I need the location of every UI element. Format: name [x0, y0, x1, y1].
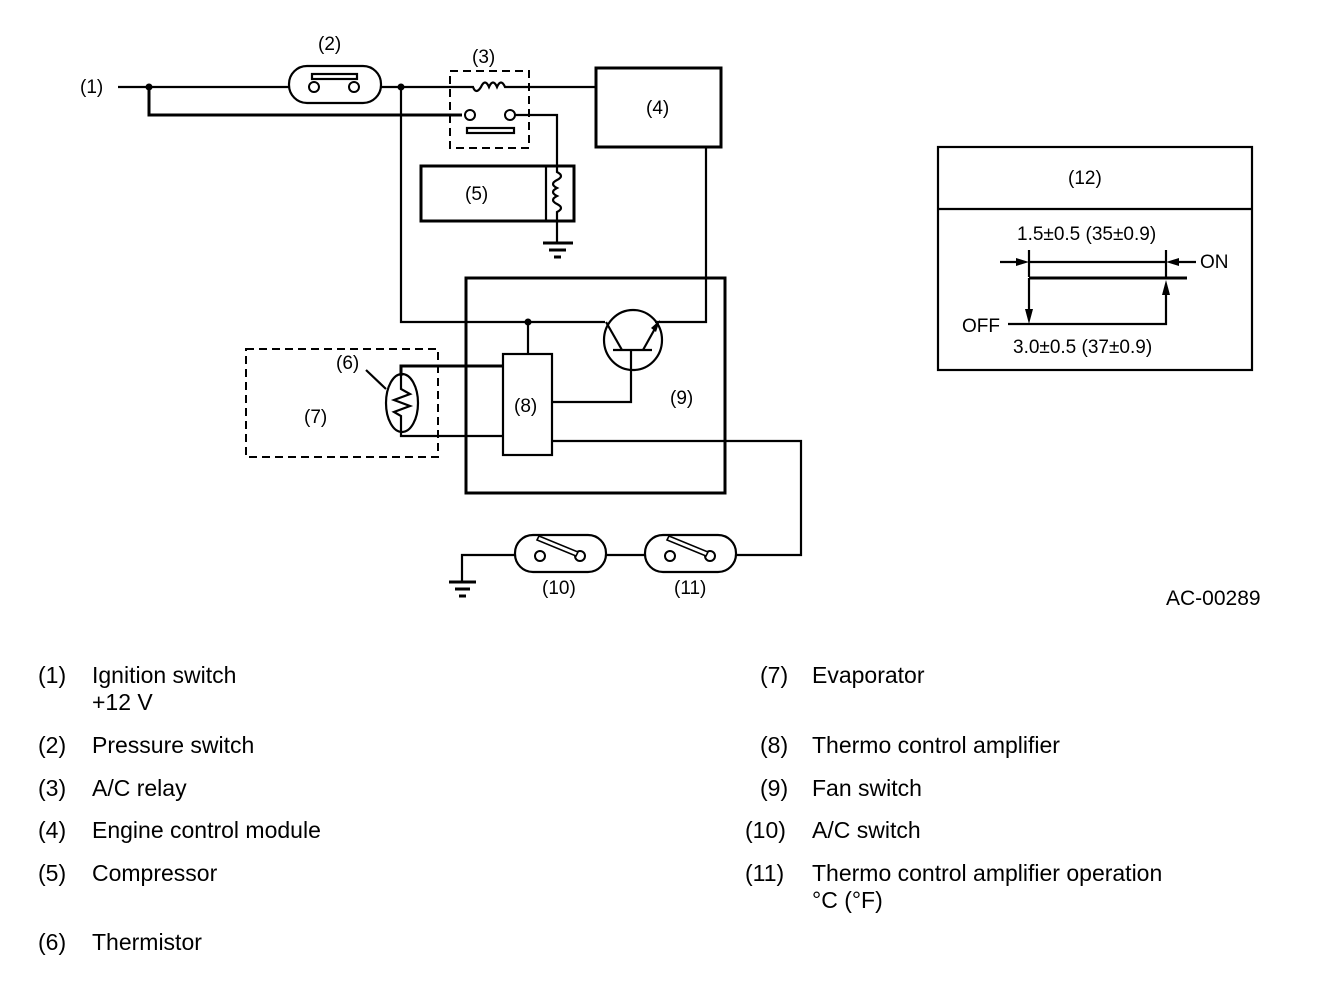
transistor-icon — [553, 308, 664, 404]
legend-number: (4) — [38, 817, 67, 843]
legend-number: (5) — [38, 860, 67, 886]
legend-number: (8) — [760, 732, 789, 758]
legend-number: (11) — [745, 860, 785, 886]
legend-text: Thermo control amplifier — [812, 732, 1060, 758]
callout-7: (7) — [304, 407, 327, 428]
callout-8: (8) — [514, 396, 537, 417]
ground-icon — [449, 580, 476, 598]
chart-top-value: 1.5±0.5 (35±0.9) — [1017, 224, 1156, 245]
legend-number: (3) — [38, 775, 67, 801]
legend-number: (2) — [38, 732, 67, 758]
legend-text-line2: °C (°F) — [812, 887, 883, 913]
ac-switch-symbol: (10) — [513, 533, 608, 599]
legend-number: (1) — [38, 662, 67, 688]
legend-number: (6) — [38, 929, 67, 955]
ground-icon — [543, 241, 573, 259]
chart-bottom-value: 3.0±0.5 (37±0.9) — [1013, 337, 1152, 358]
legend-text: Fan switch — [812, 775, 922, 801]
legend-number: (10) — [745, 817, 786, 843]
thermo-control-amplifier-symbol: (8) — [399, 352, 803, 557]
thermo-switch-symbol: (11) — [643, 533, 738, 599]
thermo-operation-chart: (12) 1.5±0.5 (35±0.9) ON OFF 3.0±0.5 (37… — [936, 145, 1254, 372]
engine-control-module-symbol: (4) — [594, 66, 723, 324]
legend-text: A/C relay — [92, 775, 187, 801]
legend-text: Compressor — [92, 860, 218, 886]
fan-switch-box: (9) — [464, 276, 727, 495]
legend-number: (9) — [760, 775, 789, 801]
callout-11: (11) — [674, 578, 706, 599]
ignition-switch-input: (1) — [80, 77, 462, 117]
pressure-switch-symbol: (2) — [287, 34, 470, 105]
legend-text: Engine control module — [92, 817, 321, 843]
legend-text: Ignition switch — [92, 662, 237, 688]
callout-2: (2) — [318, 34, 341, 55]
on-label: ON — [1200, 252, 1229, 273]
callout-9: (9) — [670, 388, 693, 409]
ac-relay-symbol: (3) — [449, 47, 596, 166]
legend-text: Pressure switch — [92, 732, 255, 758]
callout-5: (5) — [465, 184, 488, 205]
callout-3: (3) — [472, 47, 495, 68]
callout-1: (1) — [80, 77, 103, 98]
wiring-diagram: (1) (2) (3) (4) (5) — [80, 34, 1254, 599]
callout-6: (6) — [336, 353, 359, 374]
callout-4: (4) — [646, 98, 669, 119]
legend-text: Evaporator — [812, 662, 925, 688]
legend-text: A/C switch — [812, 817, 921, 843]
thermistor-symbol: (6) — [336, 353, 420, 434]
legend-text: Thermo control amplifier operation — [812, 860, 1163, 886]
figure-id: AC-00289 — [1166, 587, 1261, 610]
compressor-symbol: (5) — [419, 164, 576, 242]
legend-text-line2: +12 V — [92, 689, 153, 715]
evaporator-symbol: (7) — [245, 348, 439, 458]
callout-10: (10) — [542, 578, 576, 599]
legend-text: Thermistor — [92, 929, 202, 955]
off-label: OFF — [962, 316, 1000, 337]
legend-number: (7) — [760, 662, 789, 688]
chart-title: (12) — [1068, 168, 1102, 189]
